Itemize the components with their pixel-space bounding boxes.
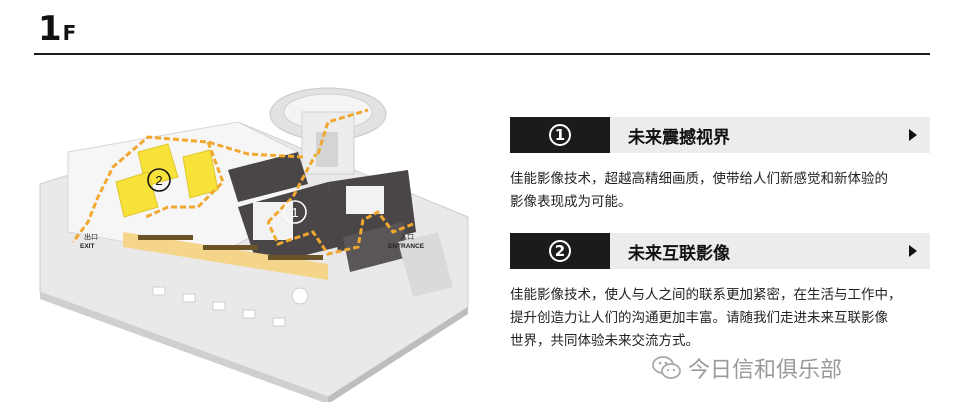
section-2-bar[interactable]: 2 未来互联影像	[510, 233, 930, 269]
section-1-bar[interactable]: 1 未来震撼视界	[510, 117, 930, 153]
section-1-description-line: 影像表现成为可能。	[510, 194, 632, 210]
section-2-expand-arrow[interactable]	[896, 233, 930, 269]
section-2-description-line: 世界，共同体验未来交流方式。	[510, 333, 699, 349]
entrance-label-cn: 入口	[400, 233, 414, 241]
section-1-description-line: 佳能影像技术，超越高精细画质，使带给人们新感觉和新体验的	[510, 171, 888, 187]
zone-label-2: 2	[155, 173, 162, 188]
section-2-title: 未来互联影像	[610, 233, 896, 269]
section-2-description-line: 佳能影像技术，使人与人之间的联系更加紧密，在生活与工作中，	[510, 287, 902, 303]
floor-plan-map: 2 1 出口 EXIT 入口 ENTRANCE	[39, 87, 469, 402]
play-arrow-icon	[909, 129, 917, 141]
entrance-label-en: ENTRANCE	[388, 243, 425, 250]
exit-label-en: EXIT	[80, 243, 94, 250]
section-1-number: 1	[549, 124, 571, 146]
section-1-description: 佳能影像技术，超越高精细画质，使带给人们新感觉和新体验的 影像表现成为可能。	[510, 168, 930, 214]
floor-suffix: F	[62, 21, 77, 45]
zone-label-1: 1	[291, 205, 298, 220]
title-divider	[34, 53, 930, 55]
floor-title: 1 F	[38, 9, 76, 49]
section-1-title: 未来震撼视界	[610, 117, 896, 153]
zone-marker-1	[283, 200, 307, 224]
watermark: 今日信和俱乐部	[652, 352, 842, 384]
section-1-number-box: 1	[510, 117, 610, 153]
section-2-number-box: 2	[510, 233, 610, 269]
wechat-icon	[652, 356, 681, 379]
play-arrow-icon	[909, 245, 917, 257]
exit-label-cn: 出口	[84, 232, 98, 241]
floor-number: 1	[38, 9, 62, 49]
section-2-description: 佳能影像技术，使人与人之间的联系更加紧密，在生活与工作中， 提升创造力让人们的沟…	[510, 284, 930, 353]
watermark-text: 今日信和俱乐部	[688, 358, 843, 383]
section-2-number: 2	[549, 240, 571, 262]
section-2-description-line: 提升创造力让人们的沟通更加丰富。请随我们走进未来互联影像	[510, 310, 888, 326]
zone-marker-2	[147, 168, 171, 192]
section-1-expand-arrow[interactable]	[896, 117, 930, 153]
